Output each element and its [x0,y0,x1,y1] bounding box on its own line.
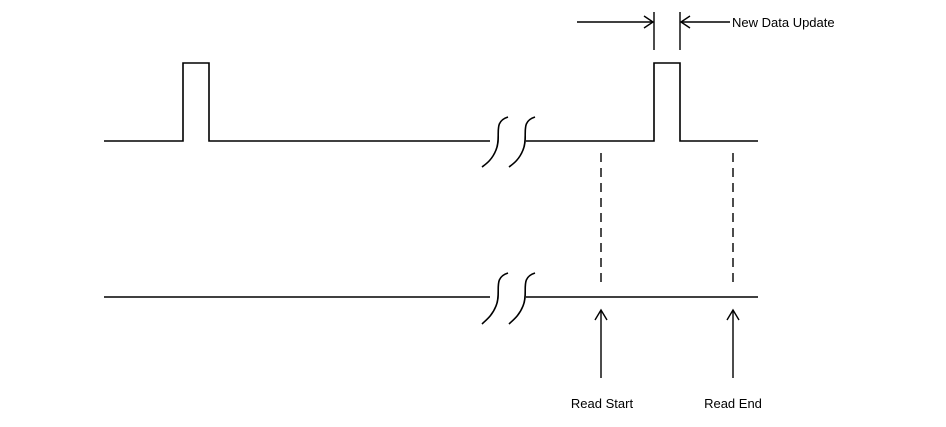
top-time-break [481,116,536,168]
read-end-label: Read End [704,396,762,411]
new-data-update-indicator [577,12,730,50]
read-start-arrow [594,308,608,378]
bottom-time-break [481,272,536,325]
arrow-left-icon [679,15,691,29]
arrow-right-icon [643,15,655,29]
read-start-label: Read Start [571,396,634,411]
read-end-arrow [726,308,740,378]
arrow-up-icon [726,308,740,321]
new-data-update-label: New Data Update [732,15,835,30]
top-signal-waveform [104,62,758,142]
arrow-up-icon [594,308,608,321]
